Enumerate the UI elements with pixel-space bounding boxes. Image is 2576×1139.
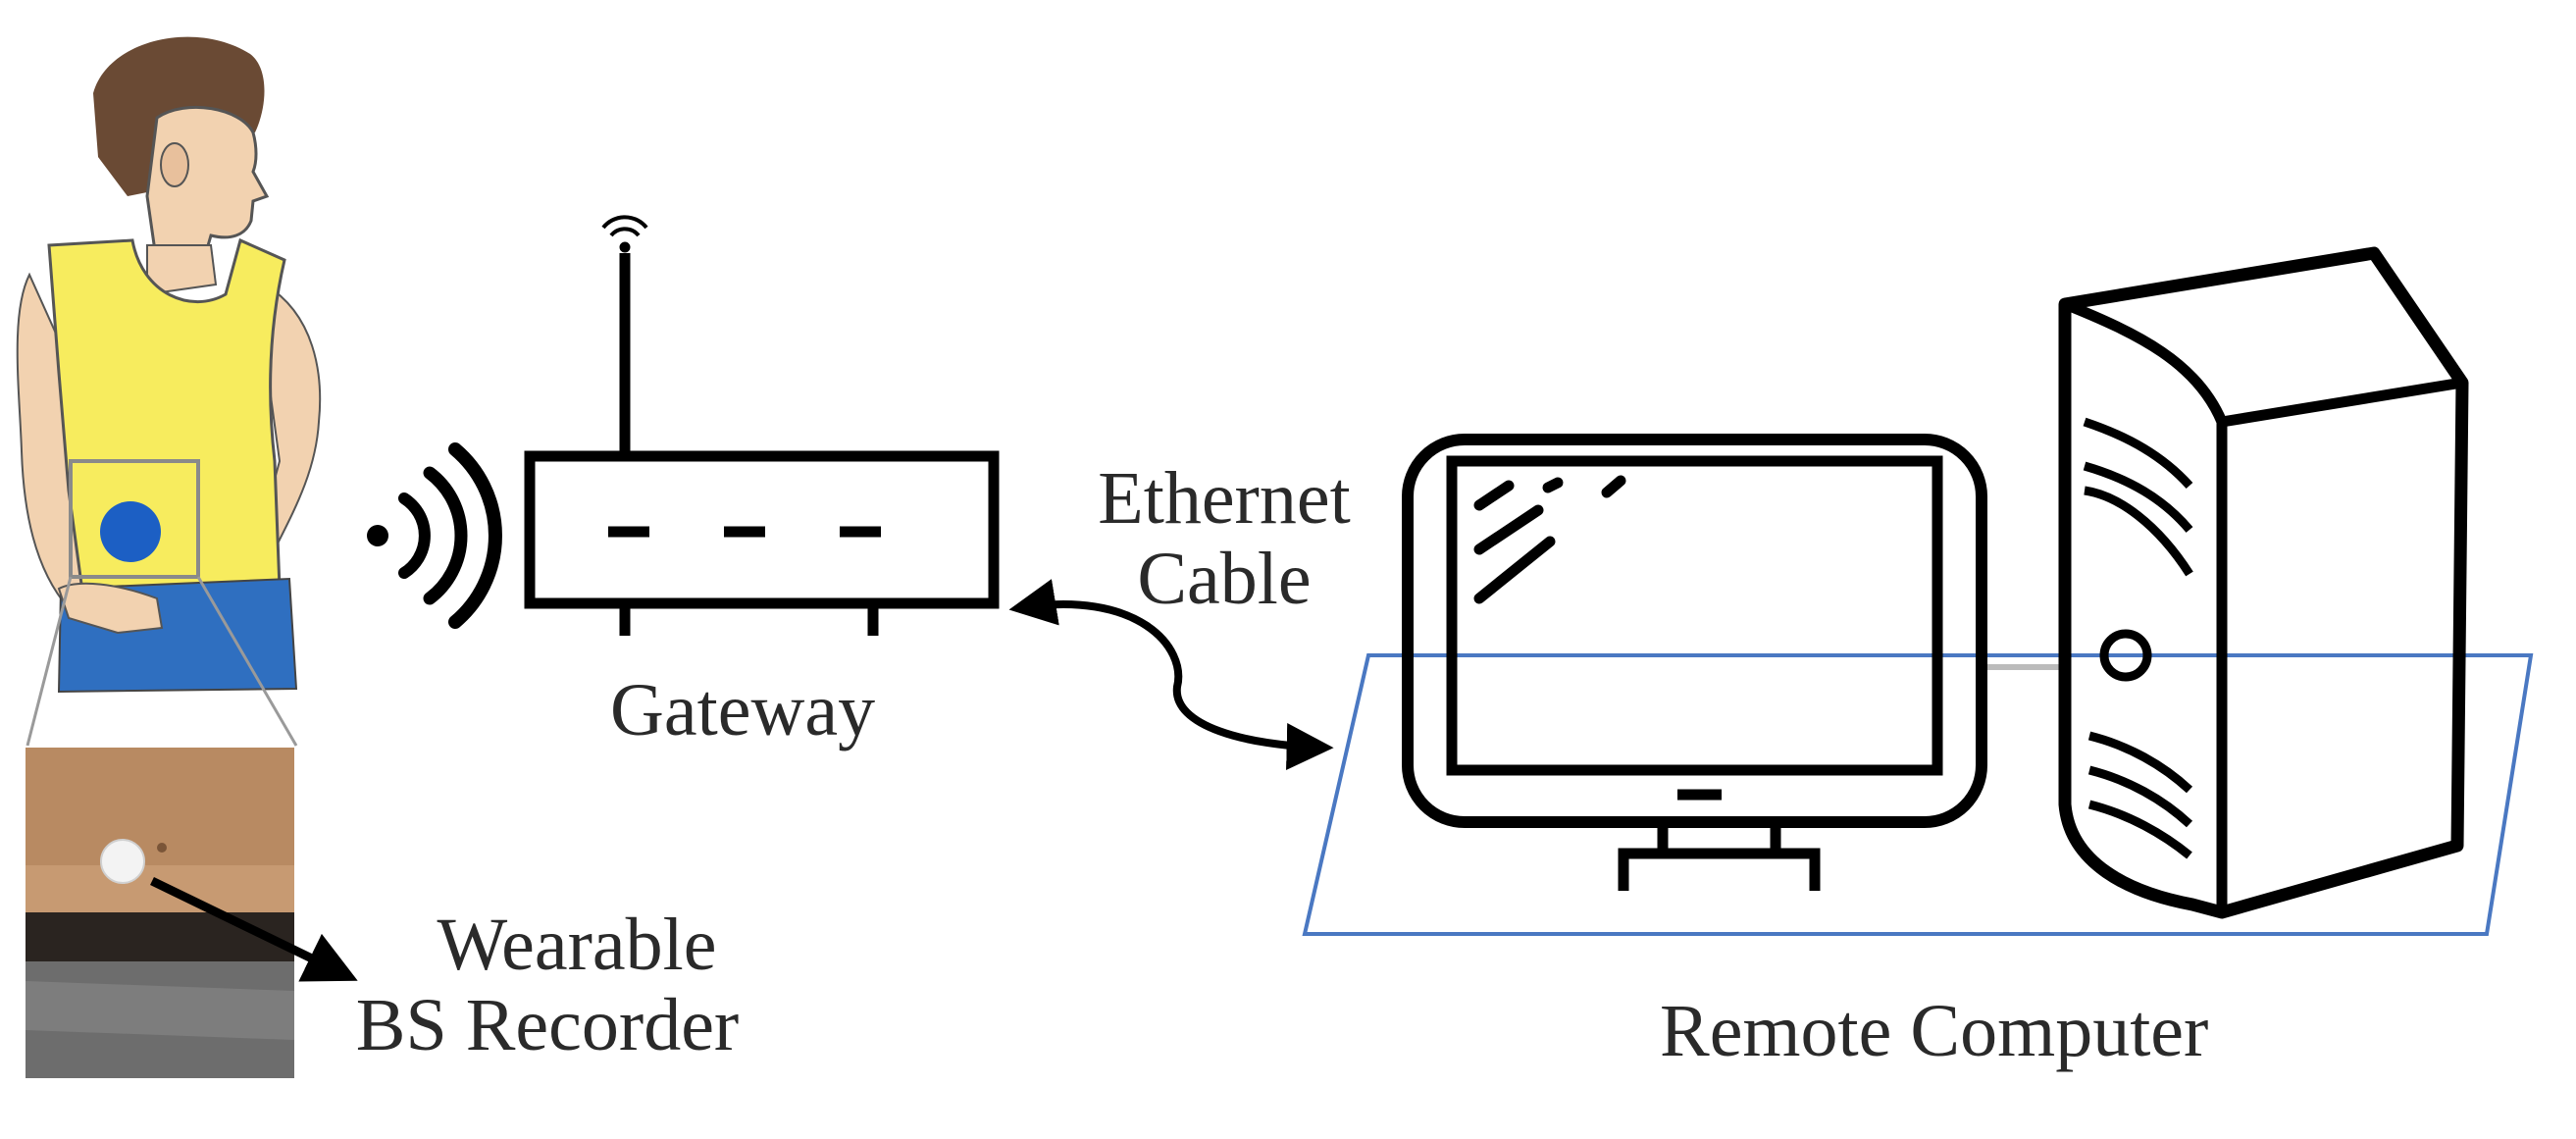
remote-computer-label: Remote Computer [1660,990,2209,1072]
wearable-label-line1: Wearable [437,904,717,986]
ear-shape [160,142,189,187]
sensor-region-box [69,459,200,579]
wearable-label-line2: BS Recorder [355,984,740,1066]
ethernet-cable [1008,579,1334,771]
wireless-signal-icon [367,442,502,629]
ethernet-label-line2: Cable [1137,538,1312,620]
ethernet-cable-label: Ethernet Cable [1077,461,1371,616]
hand-shape [57,582,164,635]
abdomen-photo-icon [26,748,294,1078]
wearable-arrow [150,876,358,982]
computer-tower-icon [2058,246,2469,919]
router-icon [524,215,1000,636]
ethernet-label-line1: Ethernet [1098,457,1351,540]
desk-plane [1302,653,2534,936]
sensor-dot [100,501,161,562]
zoom-line-left [26,576,73,747]
zoom-line-right [196,576,298,747]
shirt-shape [47,237,286,600]
person-with-sensor-icon [16,36,322,747]
wearable-recorder-label: Wearable BS Recorder [332,907,763,1062]
gateway-label: Gateway [610,669,876,751]
monitor-icon [1402,434,1987,891]
